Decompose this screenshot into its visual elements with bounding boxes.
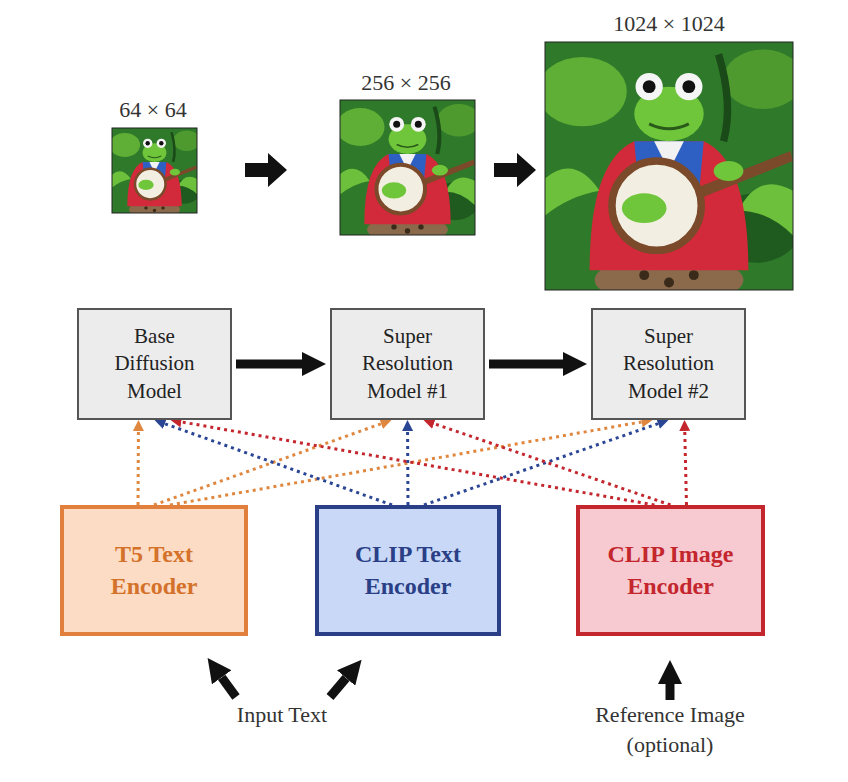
encoder-box: T5 Text Encoder [60,505,248,636]
input-arrow [222,677,236,697]
encoder-box: CLIP Text Encoder [315,505,501,636]
box-text: Super Resolution Model #1 [349,323,466,405]
model-box: Super Resolution Model #1 [330,308,485,420]
input-arrow [330,678,346,697]
flow-arrow [489,360,563,369]
size-label: 64 × 64 [83,95,223,125]
frog-64 [109,128,200,218]
input-arrow [666,684,675,700]
flow-arrow [236,360,302,369]
box-text: Super Resolution Model #2 [610,323,727,405]
input-label: Input Text [202,700,362,730]
conditioning-arrow [424,424,658,505]
size-label: 1024 × 1024 [574,9,764,39]
conditioning-arrow [165,424,392,505]
box-text: CLIP Text Encoder [333,539,483,601]
frog-256 [336,100,480,243]
conditioning-arrow [137,431,140,505]
upscale-arrow [245,153,287,187]
upscale-arrow [494,153,536,187]
model-box: Super Resolution Model #2 [591,308,746,420]
conditioning-arrow [685,431,687,505]
input-label: Reference Image (optional) [575,700,765,760]
box-text: T5 Text Encoder [78,539,230,601]
conditioning-arrow [434,424,671,505]
size-label: 256 × 256 [326,68,486,98]
box-text: Base Diffusion Model [96,323,213,405]
encoder-box: CLIP Image Encoder [576,505,765,636]
conditioning-arrow [181,422,654,505]
frog-1024 [538,42,803,305]
conditioning-arrow [170,422,642,505]
conditioning-arrow [406,431,409,505]
model-box: Base Diffusion Model [77,308,232,420]
box-text: CLIP Image Encoder [594,539,747,601]
